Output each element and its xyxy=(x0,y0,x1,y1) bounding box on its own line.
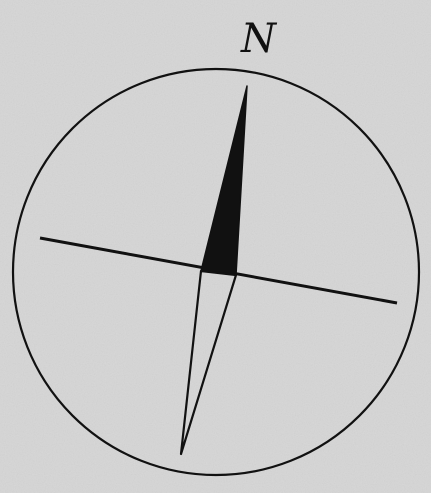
north-label: N xyxy=(240,16,278,62)
